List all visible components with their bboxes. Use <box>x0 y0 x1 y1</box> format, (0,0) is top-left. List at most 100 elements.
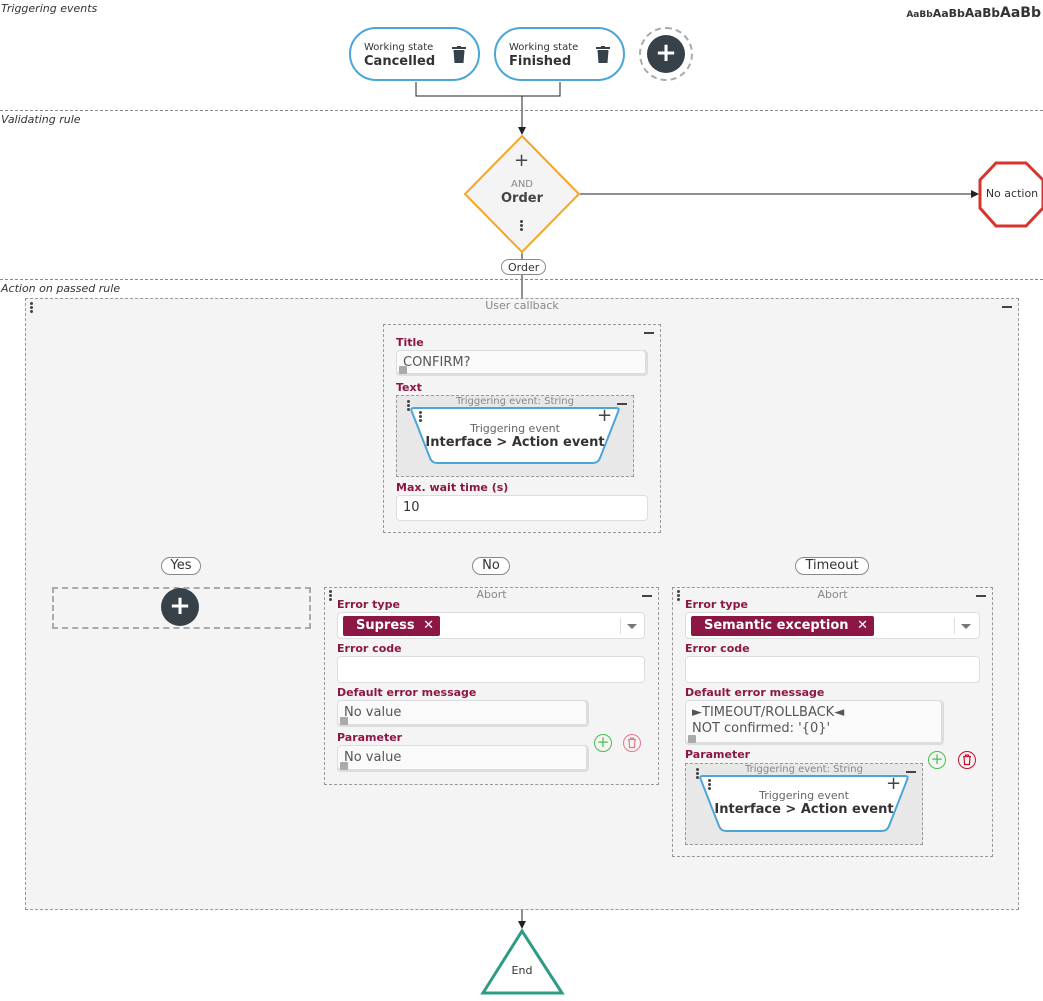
error-code-label: Error code <box>685 642 750 655</box>
end-label: End <box>511 964 533 977</box>
delete-parameter-button[interactable] <box>958 751 976 769</box>
error-type-value: Semantic exception <box>704 618 849 633</box>
select-divider <box>954 618 955 634</box>
parameter-label: Parameter <box>337 731 403 744</box>
trigger-type-label: Working state <box>509 42 579 53</box>
font-size-sample[interactable]: AaBbAaBbAaBbAaBb <box>906 2 1041 21</box>
text-label: Text <box>396 381 422 394</box>
rule-name: Order <box>501 191 543 206</box>
remove-icon[interactable]: ✕ <box>423 618 435 633</box>
font-sample-medium[interactable]: AaBb <box>932 7 965 20</box>
add-parameter-button[interactable]: + <box>928 751 946 769</box>
title-value: CONFIRM? <box>403 355 471 370</box>
default-message-field[interactable]: ►TIMEOUT/ROLLBACK◄ NOT confirmed: '{0}' <box>685 700 944 745</box>
trigger-working-state-finished[interactable]: Working state Finished <box>494 27 625 81</box>
title-field[interactable]: CONFIRM? <box>396 350 648 376</box>
plus-icon: + <box>647 35 685 73</box>
error-type-tag[interactable]: Semantic exception ✕ <box>691 616 874 636</box>
no-action-label: No action <box>985 187 1039 200</box>
kebab-menu-icon[interactable] <box>677 590 680 602</box>
add-icon[interactable]: + <box>886 773 902 794</box>
expand-icon[interactable] <box>340 717 348 725</box>
collapse-icon[interactable] <box>642 595 652 597</box>
event-name-label: Interface > Action event <box>425 435 605 450</box>
add-parameter-button[interactable]: + <box>594 734 612 752</box>
trash-icon[interactable] <box>452 46 466 63</box>
collapse-icon[interactable] <box>644 332 654 334</box>
add-condition-button[interactable]: + <box>514 150 530 171</box>
default-message-line-2: NOT confirmed: '{0}' <box>692 721 831 736</box>
rule-operator: AND <box>510 179 534 190</box>
error-code-label: Error code <box>337 642 402 655</box>
triggering-event-shape[interactable] <box>410 406 620 466</box>
kebab-menu-icon[interactable] <box>407 400 410 412</box>
default-message-label: Default error message <box>685 686 825 699</box>
triggering-event-shape[interactable] <box>699 774 909 834</box>
delete-parameter-button[interactable] <box>623 734 641 752</box>
add-icon[interactable]: + <box>597 405 613 426</box>
section-label-validating: Validating rule <box>1 113 81 126</box>
kebab-menu-icon[interactable] <box>419 411 422 423</box>
expand-icon[interactable] <box>399 366 407 374</box>
select-divider <box>620 618 621 634</box>
rule-diamond[interactable] <box>463 134 581 254</box>
parameter-label: Parameter <box>685 748 751 761</box>
collapse-icon[interactable] <box>1002 306 1012 308</box>
trash-icon[interactable] <box>596 46 610 63</box>
chevron-down-icon[interactable] <box>961 624 971 629</box>
max-wait-field[interactable]: 10 <box>396 495 648 521</box>
section-label-triggering: Triggering events <box>1 2 98 15</box>
expand-icon[interactable] <box>688 735 696 743</box>
section-divider <box>0 110 1043 111</box>
add-action-button[interactable]: + <box>161 588 199 626</box>
event-type-label: Triggering event <box>759 789 849 802</box>
panel-title: Triggering event: String <box>455 396 574 407</box>
no-action-octagon[interactable] <box>978 161 1043 228</box>
branch-label-timeout: Timeout <box>795 557 869 575</box>
remove-icon[interactable]: ✕ <box>857 618 868 633</box>
panel-title: User callback <box>485 299 559 312</box>
max-wait-label: Max. wait time (s) <box>396 481 509 494</box>
event-name-label: Interface > Action event <box>714 802 894 817</box>
event-type-label: Triggering event <box>470 422 560 435</box>
collapse-icon[interactable] <box>906 771 916 773</box>
rule-output-label: Order <box>501 259 547 275</box>
trash-icon <box>963 754 971 766</box>
chevron-down-icon[interactable] <box>627 624 637 629</box>
trigger-value-label: Finished <box>509 54 572 69</box>
default-message-label: Default error message <box>337 686 477 699</box>
parameter-value: No value <box>344 750 402 765</box>
kebab-menu-icon[interactable] <box>520 220 523 232</box>
error-type-label: Error type <box>685 598 748 611</box>
expand-icon[interactable] <box>340 762 348 770</box>
trigger-value-label: Cancelled <box>364 54 436 69</box>
error-code-field[interactable] <box>337 656 645 683</box>
parameter-field[interactable]: No value <box>337 745 589 772</box>
end-triangle[interactable] <box>480 928 565 995</box>
font-sample-large[interactable]: AaBb <box>964 6 1001 20</box>
trigger-working-state-cancelled[interactable]: Working state Cancelled <box>349 27 480 81</box>
error-type-tag[interactable]: Supress ✕ <box>343 616 441 636</box>
kebab-menu-icon[interactable] <box>696 768 699 780</box>
section-divider <box>0 279 1043 280</box>
default-message-field[interactable]: No value <box>337 700 589 727</box>
font-sample-xlarge[interactable]: AaBb <box>1000 5 1041 21</box>
add-trigger-button[interactable]: + <box>639 27 693 81</box>
branch-label-yes: Yes <box>161 557 201 575</box>
default-message-value: No value <box>344 705 402 720</box>
error-type-label: Error type <box>337 598 400 611</box>
font-sample-small[interactable]: AaBb <box>906 10 933 20</box>
collapse-icon[interactable] <box>976 595 986 597</box>
collapse-icon[interactable] <box>617 403 627 405</box>
max-wait-value: 10 <box>403 500 420 515</box>
kebab-menu-icon[interactable] <box>329 590 332 602</box>
title-label: Title <box>396 336 424 349</box>
panel-title: Abort <box>817 588 848 601</box>
trigger-type-label: Working state <box>364 42 434 53</box>
kebab-menu-icon[interactable] <box>30 302 33 314</box>
panel-title: Triggering event: String <box>744 764 863 775</box>
default-message-line-1: ►TIMEOUT/ROLLBACK◄ <box>692 705 845 720</box>
trash-icon <box>628 737 636 749</box>
kebab-menu-icon[interactable] <box>708 779 711 791</box>
error-code-field[interactable] <box>685 656 980 683</box>
